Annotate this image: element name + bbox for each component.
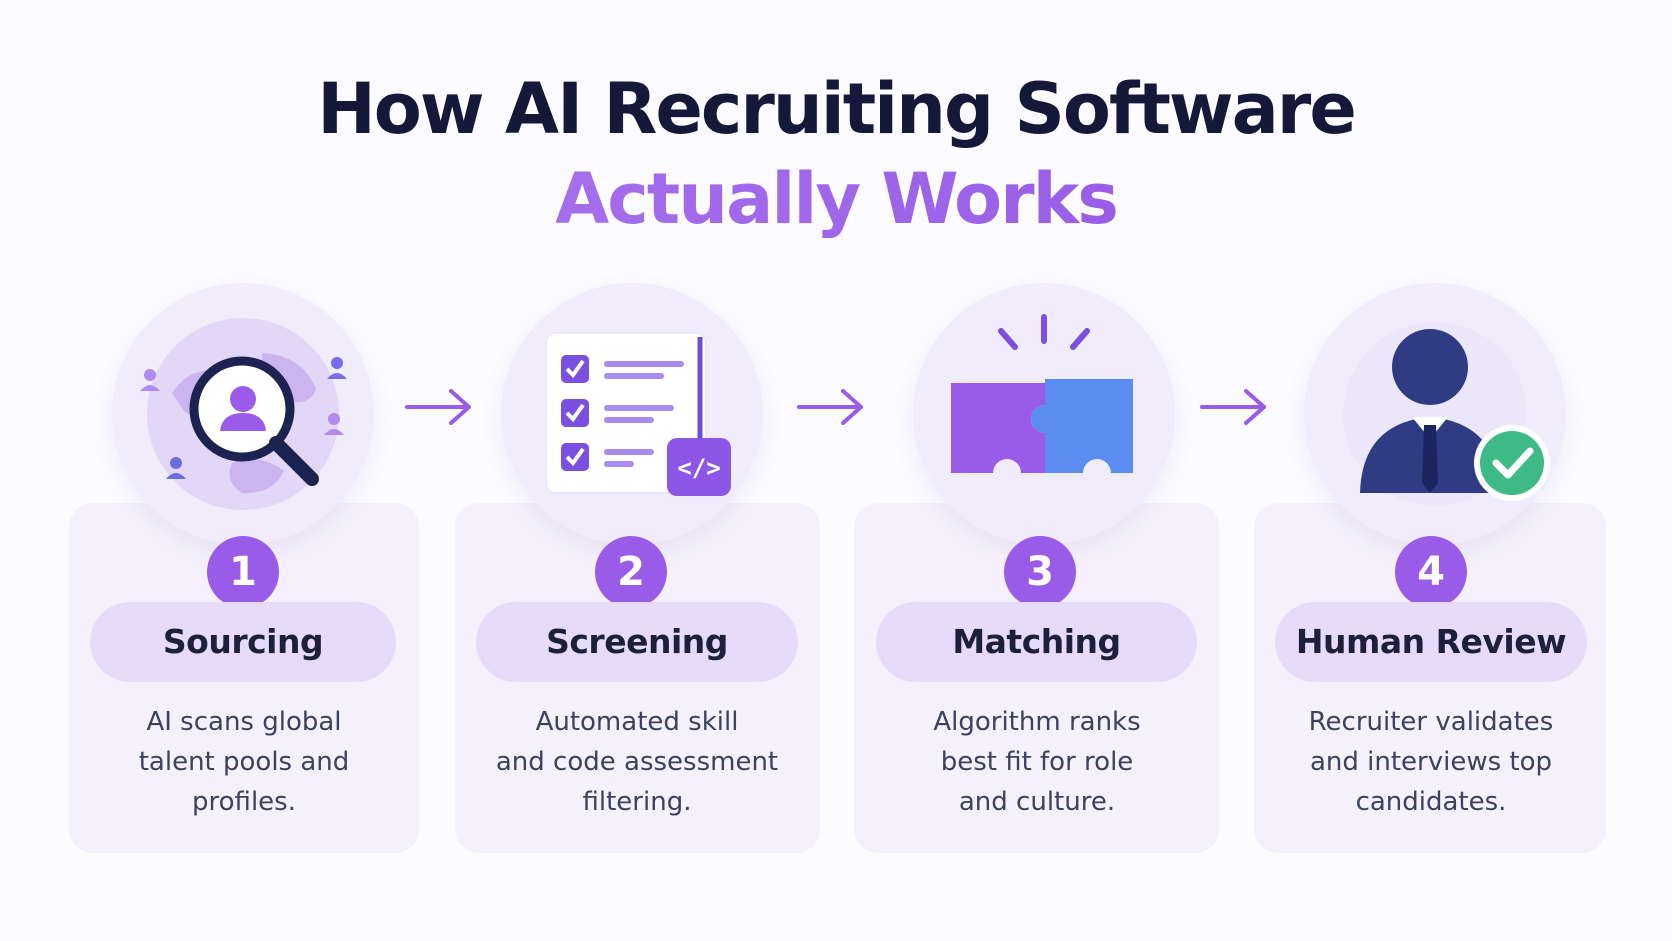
page-title: How AI Recruiting Software <box>317 68 1357 150</box>
step-description-human-review: Recruiter validates and interviews top c… <box>1261 702 1601 822</box>
arrow-right-icon <box>797 389 863 425</box>
description-line: and interviews top <box>1309 747 1553 777</box>
description-line: and culture. <box>958 787 1116 817</box>
description-line: AI scans global <box>146 707 342 737</box>
description-line: and code assessment <box>495 747 779 777</box>
step-number-badge: 2 <box>595 536 667 608</box>
step-icon-circle-screening: </> <box>501 283 763 545</box>
arrow-right-icon <box>405 389 471 425</box>
step-number-badge: 3 <box>1004 536 1076 608</box>
step-description-screening: Automated skill and code assessment filt… <box>467 702 807 822</box>
step-title-matching: Matching <box>876 602 1197 682</box>
approved-person-icon <box>1343 322 1550 506</box>
step-icon-circle-matching <box>913 283 1175 545</box>
step-icon-circle-human-review <box>1304 283 1566 545</box>
checklist-code-icon: </> <box>545 332 731 496</box>
description-line: Automated skill <box>535 707 739 737</box>
step-description-matching: Algorithm ranks best fit for role and cu… <box>867 702 1207 822</box>
puzzle-icon <box>951 314 1133 473</box>
step-title-human-review: Human Review <box>1275 602 1587 682</box>
description-line: best fit for role <box>940 747 1134 777</box>
description-line: talent pools and <box>138 747 350 777</box>
step-number-badge: 4 <box>1395 536 1467 608</box>
svg-text:</>: </> <box>677 454 720 482</box>
description-line: candidates. <box>1355 787 1507 817</box>
description-line: Recruiter validates <box>1308 707 1554 737</box>
description-line: Algorithm ranks <box>933 707 1141 737</box>
description-line: profiles. <box>192 787 296 817</box>
page-subtitle: Actually Works <box>0 154 1672 244</box>
globe-search-icon <box>140 318 347 510</box>
step-icon-circle-sourcing <box>112 283 374 545</box>
step-description-sourcing: AI scans global talent pools and profile… <box>74 702 414 822</box>
step-title-screening: Screening <box>476 602 798 682</box>
arrow-right-icon <box>1200 389 1266 425</box>
step-number-badge: 1 <box>207 536 279 608</box>
description-line: filtering. <box>582 787 692 817</box>
step-title-sourcing: Sourcing <box>90 602 396 682</box>
